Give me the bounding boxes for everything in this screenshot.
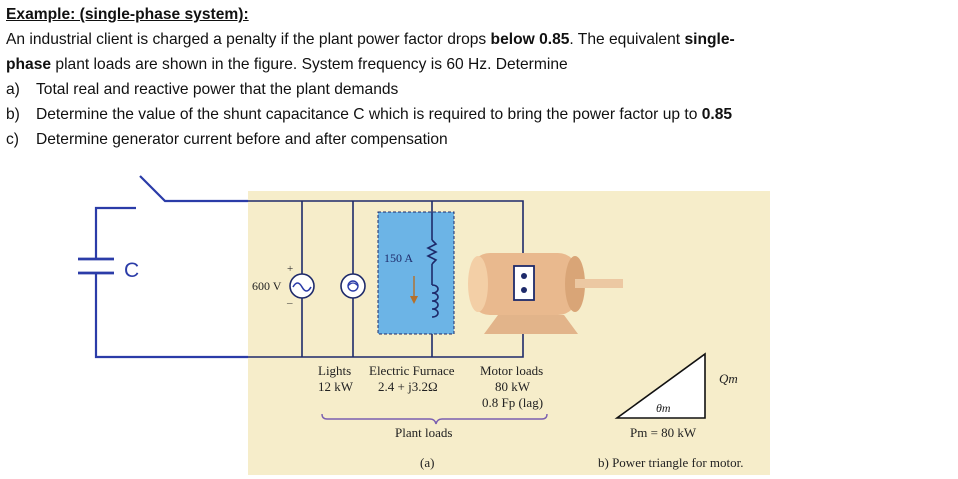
source-voltage: 600 V [252,279,282,293]
problem-text: . The equivalent [569,31,685,48]
lights-label: Lights [318,363,351,378]
furnace-resistor [426,239,438,265]
lights-power: 12 kW [318,379,354,394]
question-label: b) [6,106,20,123]
angle-label: θm [656,401,671,415]
capacitor-label: C [124,259,139,282]
lamp-icon [340,273,366,299]
motor-pf: 0.8 Fp (lag) [482,395,543,410]
question-c: c) Determine generator current before and… [6,127,954,152]
question-text: Total real and reactive power that the p… [36,81,399,98]
top-bus [248,200,524,270]
plant-loads-brace [321,413,548,425]
furnace-inductor [431,284,439,318]
cap-bottom-wire [94,273,248,359]
furnace-impedance: 2.4 + j3.2Ω [378,379,438,394]
question-a: a) Total real and reactive power that the… [6,77,954,102]
problem-statement: Example: (single-phase system): An indus… [6,2,954,152]
question-label: a) [6,81,20,98]
phase-emphasis: phase [6,56,52,73]
current-arrow-icon [410,276,418,304]
motor-power: 80 kW [495,379,531,394]
question-label: c) [6,131,19,148]
motor-label: Motor loads [480,363,543,378]
furnace-label: Electric Furnace [369,363,455,378]
motor-icon [468,253,623,334]
capacitor-branch [78,175,248,359]
problem-text: An industrial client is charged a penalt… [6,31,491,48]
source-minus: – [286,297,293,309]
example-title: Example: (single-phase system): [6,6,249,23]
cap-top-wire [94,206,136,259]
plant-loads-label: Plant loads [395,425,452,440]
figure-caption-a: (a) [420,455,434,470]
power-triangle [614,352,706,419]
source-plus: + [287,263,293,275]
problem-text: plant loads are shown in the figure. Sys… [51,56,568,73]
real-power-label: Pm = 80 kW [630,425,697,440]
furnace-current: 150 A [384,251,413,265]
target-pf: 0.85 [701,106,733,123]
problem-line-2: phase plant loads are shown in the figur… [6,52,954,77]
furnace-box [377,211,455,335]
figure-caption-b: b) Power triangle for motor. [598,455,744,470]
switch-wire [139,175,248,203]
question-b: b) Determine the value of the shunt capac… [6,102,954,127]
single-emphasis: single- [684,31,735,48]
question-text: Determine the value of the shunt capacit… [36,106,702,123]
threshold-emphasis: below 0.85 [490,31,570,48]
question-text: Determine generator current before and a… [36,131,448,148]
problem-line-1: An industrial client is charged a penalt… [6,27,954,52]
reactive-power-label: Qm [719,371,738,386]
